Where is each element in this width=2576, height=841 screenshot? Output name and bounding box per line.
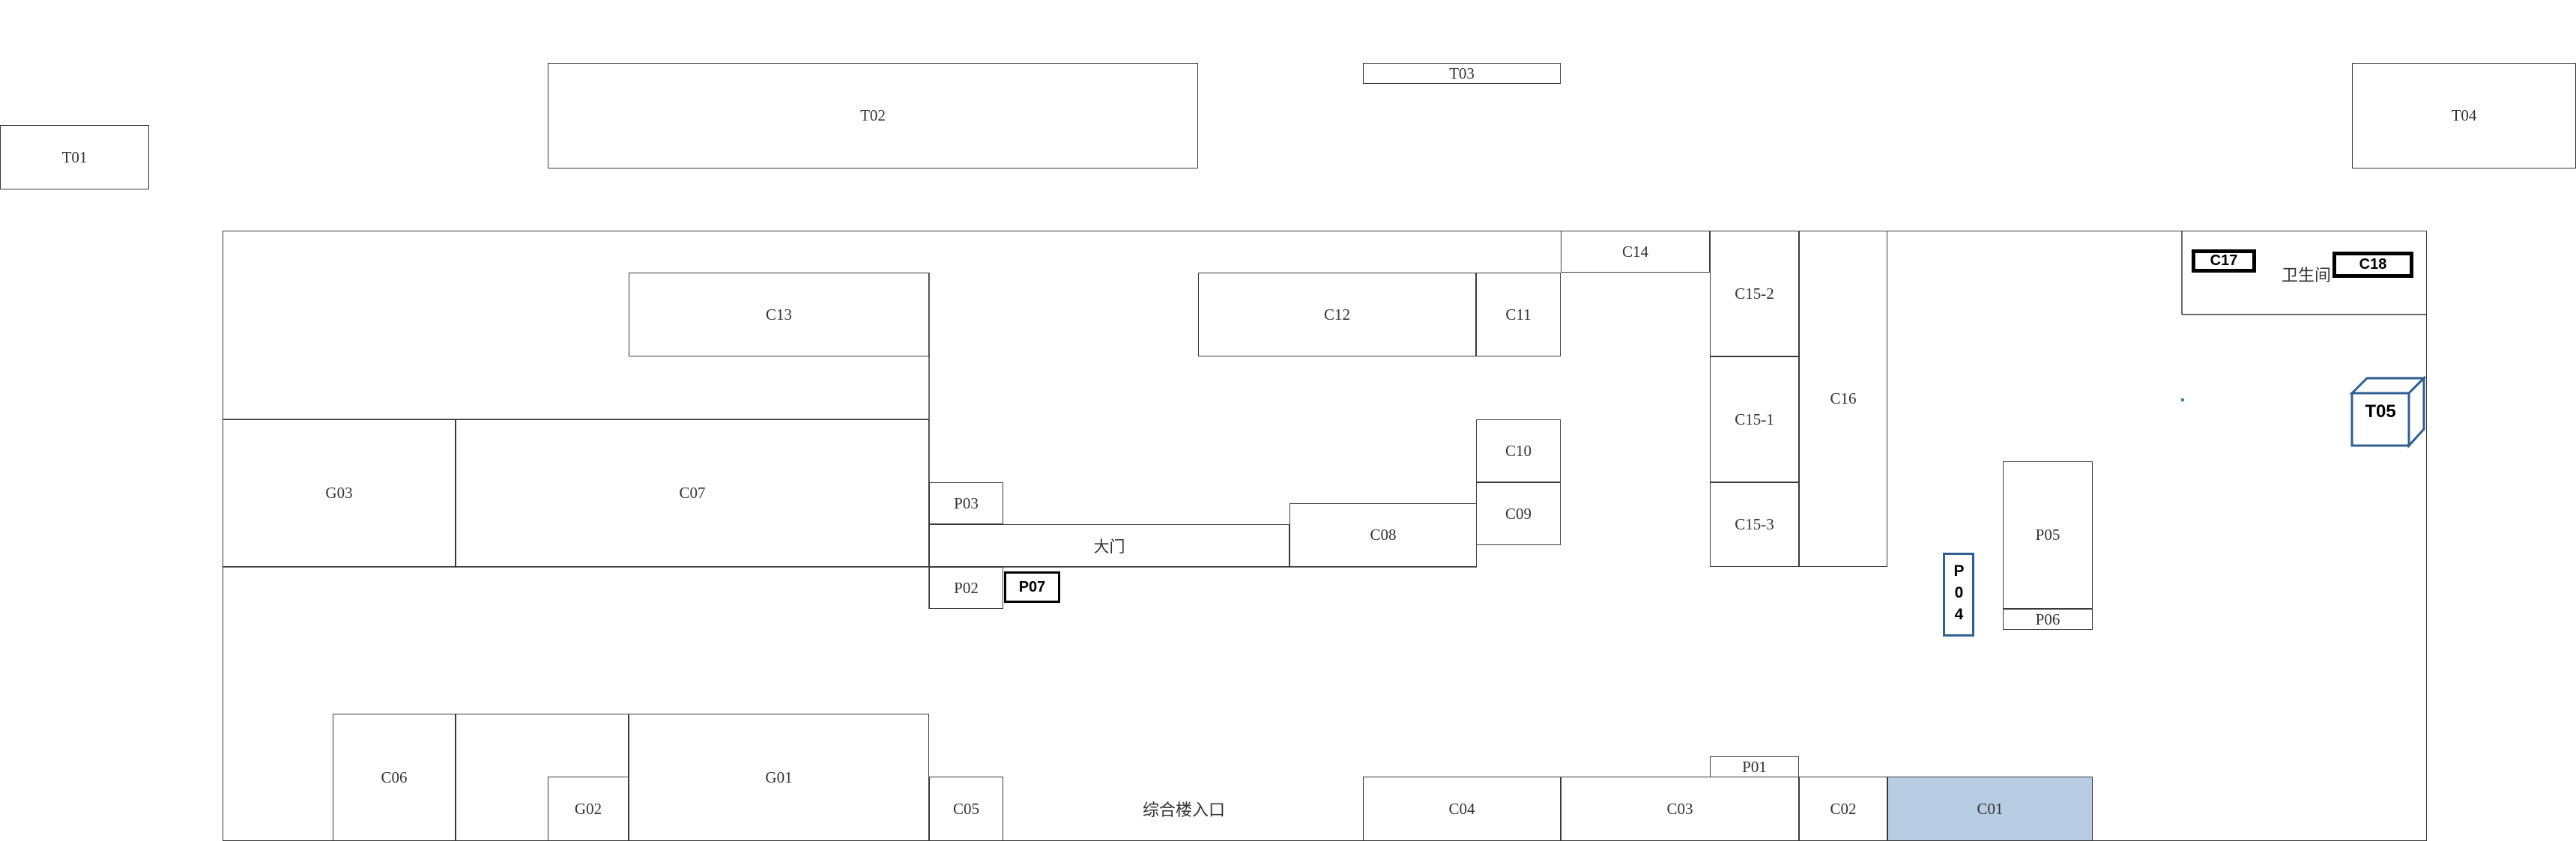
room-p05[interactable]: P05	[2003, 461, 2093, 609]
room-g02-label: G02	[574, 799, 602, 818]
room-p02[interactable]: P02	[929, 567, 1003, 609]
room-c08-label: C08	[1370, 526, 1397, 544]
room-c03-label: C03	[1666, 799, 1693, 818]
room-c18[interactable]: C18	[2332, 252, 2413, 278]
zone-t01[interactable]: T01	[0, 125, 149, 189]
zone-t03-label: T03	[1449, 64, 1475, 82]
room-c14[interactable]: C14	[1561, 231, 1710, 273]
room-c12-label: C12	[1323, 305, 1350, 324]
room-p01[interactable]: P01	[1710, 756, 1799, 777]
room-c07[interactable]: C07	[456, 419, 929, 567]
room-p02-label: P02	[954, 578, 979, 597]
room-c12[interactable]: C12	[1198, 273, 1476, 356]
restroom-label: 卫生间	[2281, 266, 2331, 285]
room-c15-1[interactable]: C15-1	[1710, 356, 1799, 482]
room-c04[interactable]: C04	[1363, 777, 1561, 841]
room-c16-label: C16	[1830, 389, 1857, 407]
small-marker	[2181, 398, 2184, 401]
room-c06[interactable]: C06	[333, 714, 456, 841]
room-c17[interactable]: C17	[2192, 249, 2256, 273]
room-p04-label: P04	[1950, 562, 1968, 628]
zone-t02-label: T02	[860, 106, 886, 124]
room-p03-label: P03	[954, 494, 979, 512]
room-c09[interactable]: C09	[1476, 482, 1561, 545]
room-c10[interactable]: C10	[1476, 419, 1561, 482]
room-c13[interactable]: C13	[629, 273, 929, 356]
room-p01-label: P01	[1742, 757, 1767, 776]
room-c01[interactable]: C01	[1887, 777, 2093, 841]
room-p07[interactable]: P07	[1004, 571, 1060, 603]
room-g03-label: G03	[325, 484, 353, 502]
room-c14-label: C14	[1621, 242, 1648, 261]
room-c01-label: C01	[1977, 799, 2004, 818]
zone-t05[interactable]: T05	[2352, 393, 2409, 431]
room-g01-label: G01	[765, 768, 793, 786]
main-gate-area[interactable]: 大门	[929, 524, 1289, 567]
building-entrance-label: 综合楼入口	[1142, 801, 1225, 819]
room-c04-label: C04	[1448, 799, 1475, 818]
room-p03[interactable]: P03	[929, 482, 1003, 524]
room-c03[interactable]: C03	[1561, 777, 1799, 841]
room-c08[interactable]: C08	[1289, 503, 1477, 567]
room-c17-label: C17	[2210, 252, 2238, 269]
zone-t03[interactable]: T03	[1363, 63, 1561, 84]
room-c09-label: C09	[1505, 504, 1532, 523]
main-gate-label: 大门	[1093, 537, 1125, 556]
zone-t05-label: T05	[2365, 401, 2396, 422]
zone-t01-label: T01	[61, 148, 88, 166]
room-p04[interactable]: P04	[1943, 553, 1974, 637]
room-c10-label: C10	[1505, 441, 1532, 460]
room-g01[interactable]: G01	[629, 714, 929, 841]
room-c15-3[interactable]: C15-3	[1710, 482, 1799, 567]
room-c18-label: C18	[2359, 256, 2387, 273]
room-c07-label: C07	[679, 484, 706, 502]
zone-t02[interactable]: T02	[548, 63, 1198, 168]
room-c05[interactable]: C05	[929, 777, 1003, 841]
room-c13-label: C13	[765, 305, 792, 324]
room-c15-2-label: C15-2	[1735, 284, 1774, 303]
room-g03[interactable]: G03	[223, 419, 456, 567]
room-p05-label: P05	[2035, 526, 2061, 544]
room-c02[interactable]: C02	[1799, 777, 1887, 841]
room-c15-3-label: C15-3	[1735, 515, 1774, 533]
room-c11[interactable]: C11	[1476, 273, 1561, 356]
room-c06-label: C06	[381, 768, 408, 786]
zone-t04[interactable]: T04	[2352, 63, 2576, 168]
room-c11-label: C11	[1505, 305, 1532, 324]
room-c05-label: C05	[952, 799, 979, 818]
room-g02[interactable]: G02	[548, 777, 629, 841]
room-c16[interactable]: C16	[1799, 231, 1887, 567]
room-p06[interactable]: P06	[2003, 609, 2093, 630]
room-c15-1-label: C15-1	[1735, 410, 1774, 428]
room-c15-2[interactable]: C15-2	[1710, 231, 1799, 356]
room-p07-label: P07	[1018, 578, 1046, 595]
room-c02-label: C02	[1830, 799, 1857, 818]
room-p06-label: P06	[2035, 610, 2061, 628]
zone-t04-label: T04	[2451, 106, 2477, 124]
